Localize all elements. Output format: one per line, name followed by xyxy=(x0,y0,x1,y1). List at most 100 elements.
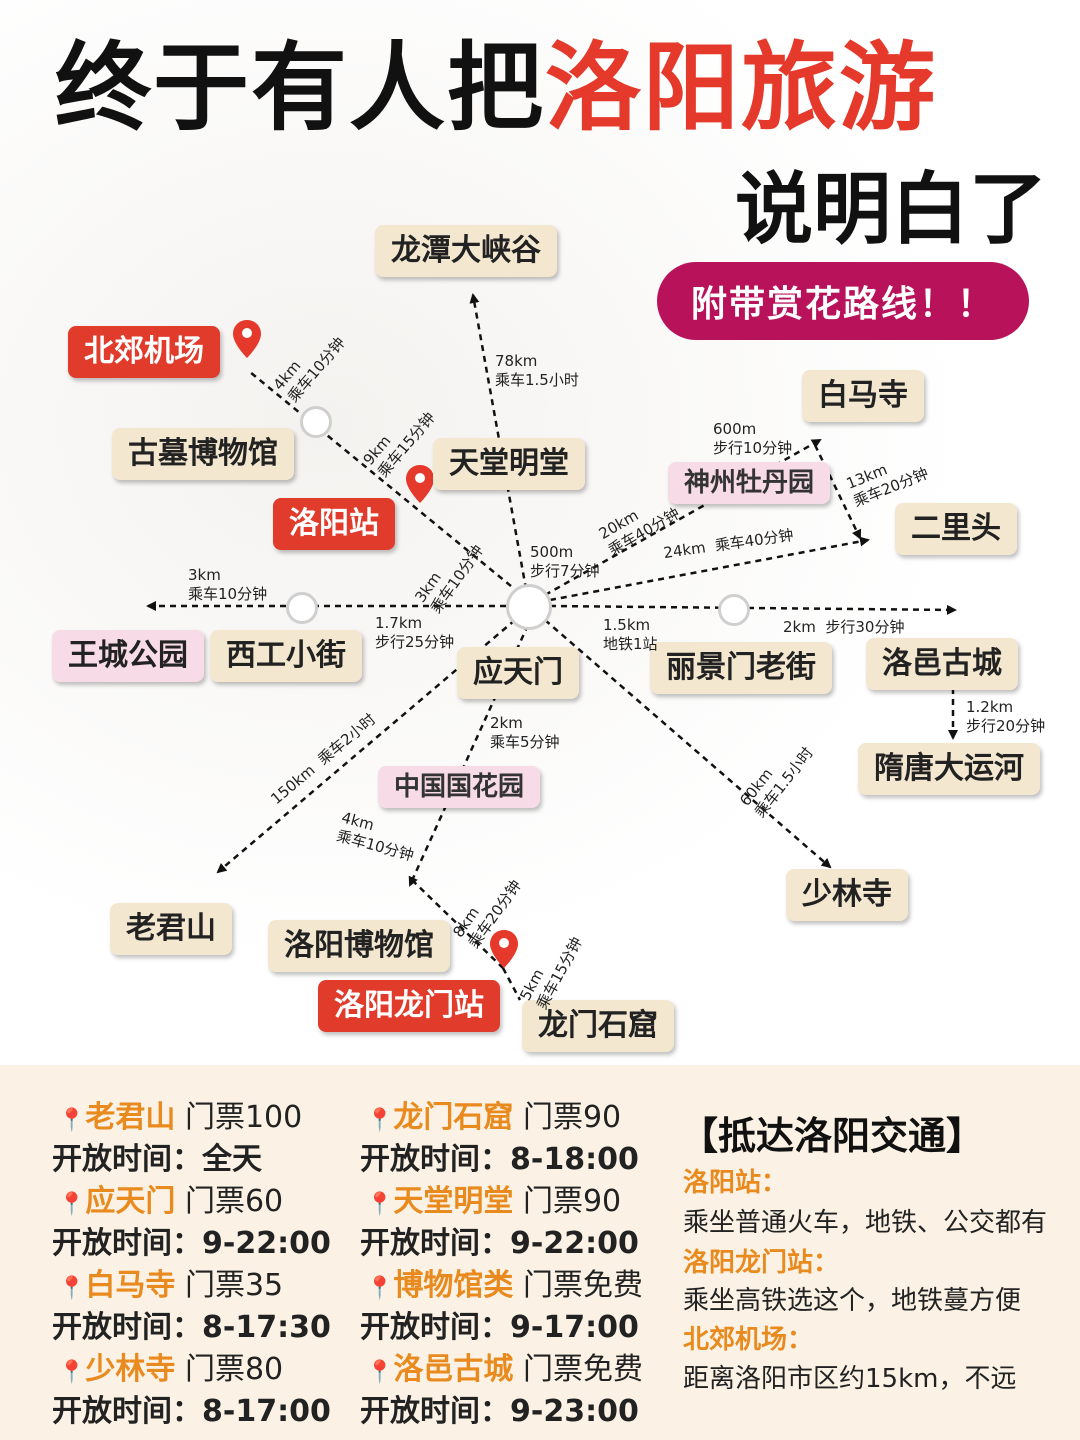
location-pin-icon: 📍 xyxy=(366,1108,394,1133)
station-pin-icon xyxy=(406,465,434,503)
location-pin-icon: 📍 xyxy=(366,1360,394,1385)
dist-lijingmen-km: 1.5km xyxy=(603,616,651,634)
dist-guohua-km: 2km xyxy=(490,714,523,732)
flower-route-banner: 附带赏花路线！！ xyxy=(657,262,1029,340)
ticket-price: 门票免费 xyxy=(522,1268,643,1303)
dist-west-time: 乘车10分钟 xyxy=(188,585,268,603)
hours-label: 开放时间： xyxy=(360,1310,510,1345)
dist-xigong-time: 步行25分钟 xyxy=(375,633,455,651)
dist-longtan-km: 78km xyxy=(495,352,538,370)
hours-value: 8-18:00 xyxy=(510,1142,639,1177)
ticket-row: 📍洛邑古城 门票免费 xyxy=(366,1349,643,1394)
ticket-price: 门票100 xyxy=(184,1100,303,1135)
hours-row: 开放时间：8-18:00 xyxy=(360,1139,639,1181)
transport-text-1: 乘坐普通火车，地铁、公交都有 xyxy=(683,1208,1048,1238)
dist-suitang-time: 步行20分钟 xyxy=(966,717,1046,735)
ticket-row: 📍应天门 门票60 xyxy=(58,1181,283,1226)
place-guohua: 中国国花园 xyxy=(378,766,541,808)
hours-row: 开放时间：8-17:00 xyxy=(52,1391,331,1433)
page-title: 终于有人把洛阳旅游 xyxy=(55,28,937,148)
place-lijingmen: 丽景门老街 xyxy=(650,642,832,694)
transport-head-2: 洛阳龙门站： xyxy=(683,1248,840,1278)
dist-guohua-time: 乘车5分钟 xyxy=(490,733,560,751)
hours-label: 开放时间： xyxy=(52,1310,202,1345)
hours-row: 开放时间：9-23:00 xyxy=(360,1391,639,1433)
ticket-price: 门票35 xyxy=(184,1268,284,1303)
ticket-row: 📍天堂明堂 门票90 xyxy=(366,1181,621,1226)
ticket-place-name: 应天门 xyxy=(85,1184,176,1219)
ticket-place-name: 洛邑古城 xyxy=(393,1352,514,1387)
dist-xigong-km: 1.7km xyxy=(375,614,423,632)
dist-tiantang-time: 步行7分钟 xyxy=(530,562,600,580)
ticket-row: 📍少林寺 门票80 xyxy=(58,1349,283,1394)
transport-head-3: 北郊机场： xyxy=(683,1325,814,1355)
page-subtitle: 说明白了 xyxy=(735,165,1048,255)
route-laojunshan xyxy=(216,619,516,874)
dist-west-km: 3km xyxy=(188,566,221,584)
hours-label: 开放时间： xyxy=(360,1142,510,1177)
hours-label: 开放时间： xyxy=(52,1142,202,1177)
place-shenzhou: 神州牡丹园 xyxy=(668,462,831,504)
hours-label: 开放时间： xyxy=(360,1394,510,1429)
place-gumu: 古墓博物馆 xyxy=(112,428,294,480)
ticket-place-name: 白马寺 xyxy=(85,1268,176,1303)
ticket-price: 门票60 xyxy=(184,1184,284,1219)
hours-label: 开放时间： xyxy=(52,1226,202,1261)
ticket-row: 📍博物馆类 门票免费 xyxy=(366,1265,643,1310)
place-longmen-grottoes: 龙门石窟 xyxy=(522,1000,674,1052)
dist-baima-m: 600m xyxy=(713,420,757,438)
dist-tiantang-m: 500m xyxy=(530,543,574,561)
place-museum: 洛阳博物馆 xyxy=(268,920,450,972)
east-node xyxy=(718,594,750,626)
ticket-place-name: 老君山 xyxy=(85,1100,176,1135)
ticket-place-name: 龙门石窟 xyxy=(393,1100,514,1135)
ticket-row: 📍龙门石窟 门票90 xyxy=(366,1097,621,1142)
location-pin-icon: 📍 xyxy=(58,1276,86,1301)
hours-row: 开放时间：8-17:30 xyxy=(52,1307,331,1349)
hours-value: 9-23:00 xyxy=(510,1394,639,1429)
ticket-price: 门票90 xyxy=(522,1184,622,1219)
place-beijiao-airport: 北郊机场 xyxy=(68,326,220,378)
hours-value: 8-17:00 xyxy=(202,1394,331,1429)
info-panel xyxy=(0,1065,1080,1440)
transport-title: 【抵达洛阳交通】 xyxy=(680,1114,985,1158)
ticket-price: 门票免费 xyxy=(522,1352,643,1387)
route-erlitou xyxy=(549,536,870,602)
route-airport-diagonal xyxy=(249,371,529,601)
ticket-price: 门票80 xyxy=(184,1352,284,1387)
dist-longtan-time: 乘车1.5小时 xyxy=(495,371,579,389)
place-luoyi: 洛邑古城 xyxy=(866,638,1018,690)
ticket-place-name: 少林寺 xyxy=(85,1352,176,1387)
place-luoyang-station: 洛阳站 xyxy=(273,498,395,550)
route-east xyxy=(549,604,957,615)
gumu-node xyxy=(300,406,332,438)
place-baima: 白马寺 xyxy=(802,370,924,422)
hours-row: 开放时间：全天 xyxy=(52,1139,262,1181)
dist-lijingmen-time: 地铁1站 xyxy=(603,635,658,653)
transport-text-3: 距离洛阳市区约15km，不远 xyxy=(683,1364,1017,1394)
ticket-row: 📍白马寺 门票35 xyxy=(58,1265,283,1310)
title-part1: 终于有人把 xyxy=(55,32,545,144)
dist-luoyi-time: 步行30分钟 xyxy=(825,618,905,636)
location-pin-icon: 📍 xyxy=(58,1360,86,1385)
ticket-row: 📍老君山 门票100 xyxy=(58,1097,302,1142)
place-longtan: 龙潭大峡谷 xyxy=(375,225,557,277)
place-tiantang: 天堂明堂 xyxy=(433,438,585,490)
title-part2: 洛阳旅游 xyxy=(545,32,937,144)
center-node xyxy=(506,584,552,630)
hours-value: 9-17:00 xyxy=(510,1310,639,1345)
transport-head-1: 洛阳站： xyxy=(683,1168,788,1198)
hours-value: 9-22:00 xyxy=(202,1226,331,1261)
hours-value: 8-17:30 xyxy=(202,1310,331,1345)
place-erlitou: 二里头 xyxy=(895,503,1017,555)
hours-row: 开放时间：9-17:00 xyxy=(360,1307,639,1349)
location-pin-icon: 📍 xyxy=(366,1192,394,1217)
longmen-station-pin-icon xyxy=(490,930,518,968)
